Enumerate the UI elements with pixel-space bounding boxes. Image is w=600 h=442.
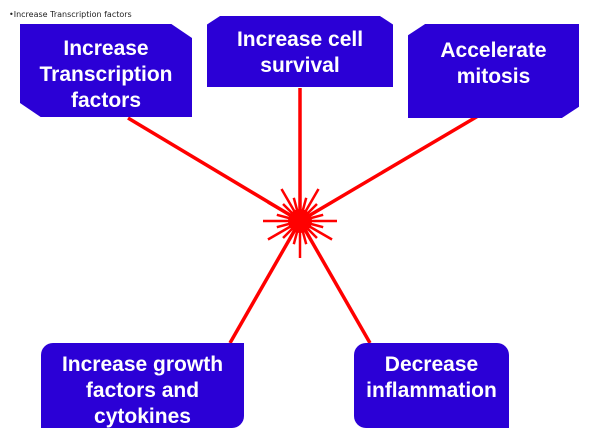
box-line: inflammation xyxy=(366,379,497,402)
box-line: Increase xyxy=(63,37,149,60)
box-line: Transcription xyxy=(39,63,173,86)
box-line: survival xyxy=(260,54,340,77)
box-increase-cell-survival: Increase cell survival xyxy=(207,16,393,87)
box-increase-growth-factors: Increase growth factors and cytokines xyxy=(41,343,244,428)
starburst-center xyxy=(288,209,312,233)
box-increase-transcription-factors: Increase Transcription factors xyxy=(20,24,192,117)
box-line: cytokines xyxy=(94,405,191,428)
box-line: Increase cell xyxy=(236,28,364,51)
box-line: Accelerate xyxy=(440,39,547,62)
box-decrease-inflammation: Decrease inflammation xyxy=(354,343,509,428)
caption-text: •Increase Transcription factors xyxy=(9,10,132,19)
box-line: Decrease xyxy=(384,353,479,376)
box-line: Increase growth xyxy=(61,353,224,376)
box-line: mitosis xyxy=(456,65,531,88)
box-line: factors and xyxy=(85,379,200,402)
box-line: factors xyxy=(70,89,142,112)
box-accelerate-mitosis: Accelerate mitosis xyxy=(408,24,579,118)
